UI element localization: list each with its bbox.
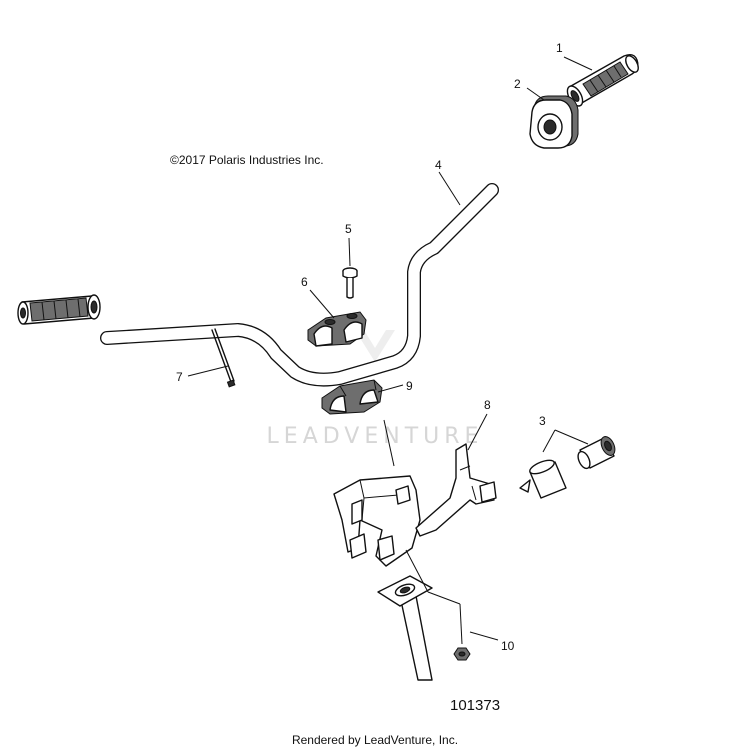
- callout-10: 10: [501, 639, 515, 653]
- callout-5: 5: [345, 222, 352, 236]
- callout-2: 2: [514, 77, 521, 91]
- callout-6: 6: [301, 275, 308, 289]
- callout-8: 8: [484, 398, 491, 412]
- callout-4: 4: [435, 158, 442, 172]
- callout-3: 3: [539, 414, 546, 428]
- callout-1: 1: [556, 41, 563, 55]
- watermark: LEADVENTURE: [267, 330, 484, 449]
- handlebar: [100, 183, 499, 387]
- switch-parts: [519, 436, 616, 499]
- switch-housing: [529, 95, 579, 149]
- watermark-text: LEADVENTURE: [267, 424, 484, 449]
- callout-7: 7: [176, 370, 183, 384]
- figure-number: 101373: [450, 697, 500, 714]
- callout-9: 9: [406, 379, 413, 393]
- watermark-logo: [355, 330, 395, 362]
- callouts: 1 2 3 4 5 6 7 8 9 10: [176, 41, 563, 653]
- footer-credit: Rendered by LeadVenture, Inc.: [292, 733, 458, 747]
- copyright-text: ©2017 Polaris Industries Inc.: [170, 153, 324, 167]
- left-grip: [17, 294, 101, 325]
- mount-plate: [415, 443, 497, 537]
- upper-clamp: [307, 311, 367, 347]
- bolt: [342, 267, 358, 299]
- cable-tie: [211, 328, 236, 388]
- steering-post: [377, 575, 433, 681]
- nut: [453, 647, 471, 661]
- lower-clamp: [321, 379, 383, 415]
- mounting-bracket: [333, 475, 421, 567]
- leader-lines: [187, 56, 593, 645]
